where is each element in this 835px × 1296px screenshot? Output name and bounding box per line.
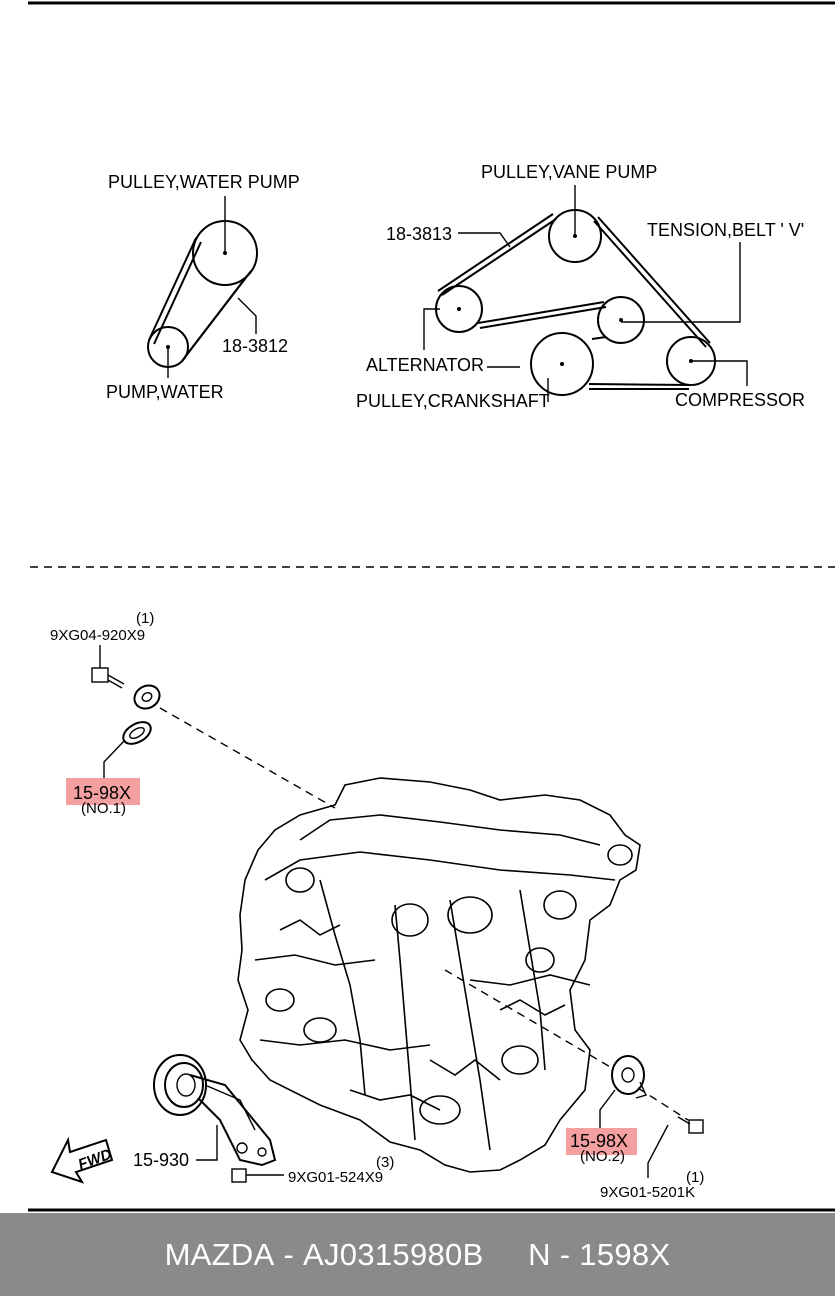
label-bolt-top-part: 9XG04-920X9 <box>50 627 145 644</box>
label-bolt-bracket-qty: (3) <box>376 1154 394 1171</box>
label-tension-belt-v: TENSION,BELT ' V' <box>647 220 804 240</box>
highlight-no1 <box>66 778 140 805</box>
pulley-no2 <box>599 1055 647 1130</box>
serpentine-belt-diagram <box>423 185 748 402</box>
label-alternator: ALTERNATOR <box>366 355 484 375</box>
bracket-15-930 <box>153 1054 277 1167</box>
label-belt-18-3812: 18-3812 <box>222 336 288 356</box>
label-bolt-top-qty: (1) <box>136 610 154 627</box>
label-pulley-no2-sub: (NO.2) <box>580 1148 625 1165</box>
label-pulley-no2-part: 15-98X <box>570 1131 628 1151</box>
label-bracket-part: 15-930 <box>133 1150 189 1170</box>
bolt-top <box>91 645 125 689</box>
footer-short-code: N - 1598X <box>528 1236 671 1272</box>
parts-diagram: PULLEY,WATER PUMP PUMP,WATER 18-3812 PUL… <box>28 1 835 1212</box>
footer-gap <box>484 1237 529 1273</box>
label-belt-18-3813: 18-3813 <box>386 224 452 244</box>
label-bolt-right-part: 9XG01-5201K <box>600 1184 695 1201</box>
label-bolt-bracket-part: 9XG01-524X9 <box>288 1169 383 1186</box>
pulley-no1 <box>103 684 161 778</box>
label-pulley-no1-part: 15-98X <box>73 783 131 803</box>
footer-bar: MAZDA - AJ0315980B N - 1598X <box>0 1213 835 1296</box>
label-pump-water: PUMP,WATER <box>106 382 224 402</box>
label-compressor: COMPRESSOR <box>675 390 805 410</box>
label-bolt-right-qty: (1) <box>686 1169 704 1186</box>
footer-sep: - <box>274 1236 304 1272</box>
highlight-no2 <box>566 1128 637 1155</box>
engine-illustration <box>237 777 641 1173</box>
label-pulley-crankshaft: PULLEY,CRANKSHAFT <box>356 391 550 411</box>
label-pulley-vane-pump: PULLEY,VANE PUMP <box>481 162 657 182</box>
bolt-right <box>647 1116 704 1178</box>
label-pulley-water-pump: PULLEY,WATER PUMP <box>108 172 300 192</box>
bolt-bracket <box>231 1168 284 1183</box>
footer-brand: MAZDA <box>164 1236 275 1272</box>
footer-part-number: AJ0315980B <box>303 1236 484 1272</box>
label-fwd: FWD <box>76 1146 114 1174</box>
tensioner-circle <box>597 296 645 344</box>
crankshaft-circle <box>530 332 594 396</box>
water-pump-belt-diagram <box>147 196 258 378</box>
label-pulley-no1-sub: (NO.1) <box>81 800 126 817</box>
fwd-arrow-icon: FWD <box>50 1136 114 1184</box>
